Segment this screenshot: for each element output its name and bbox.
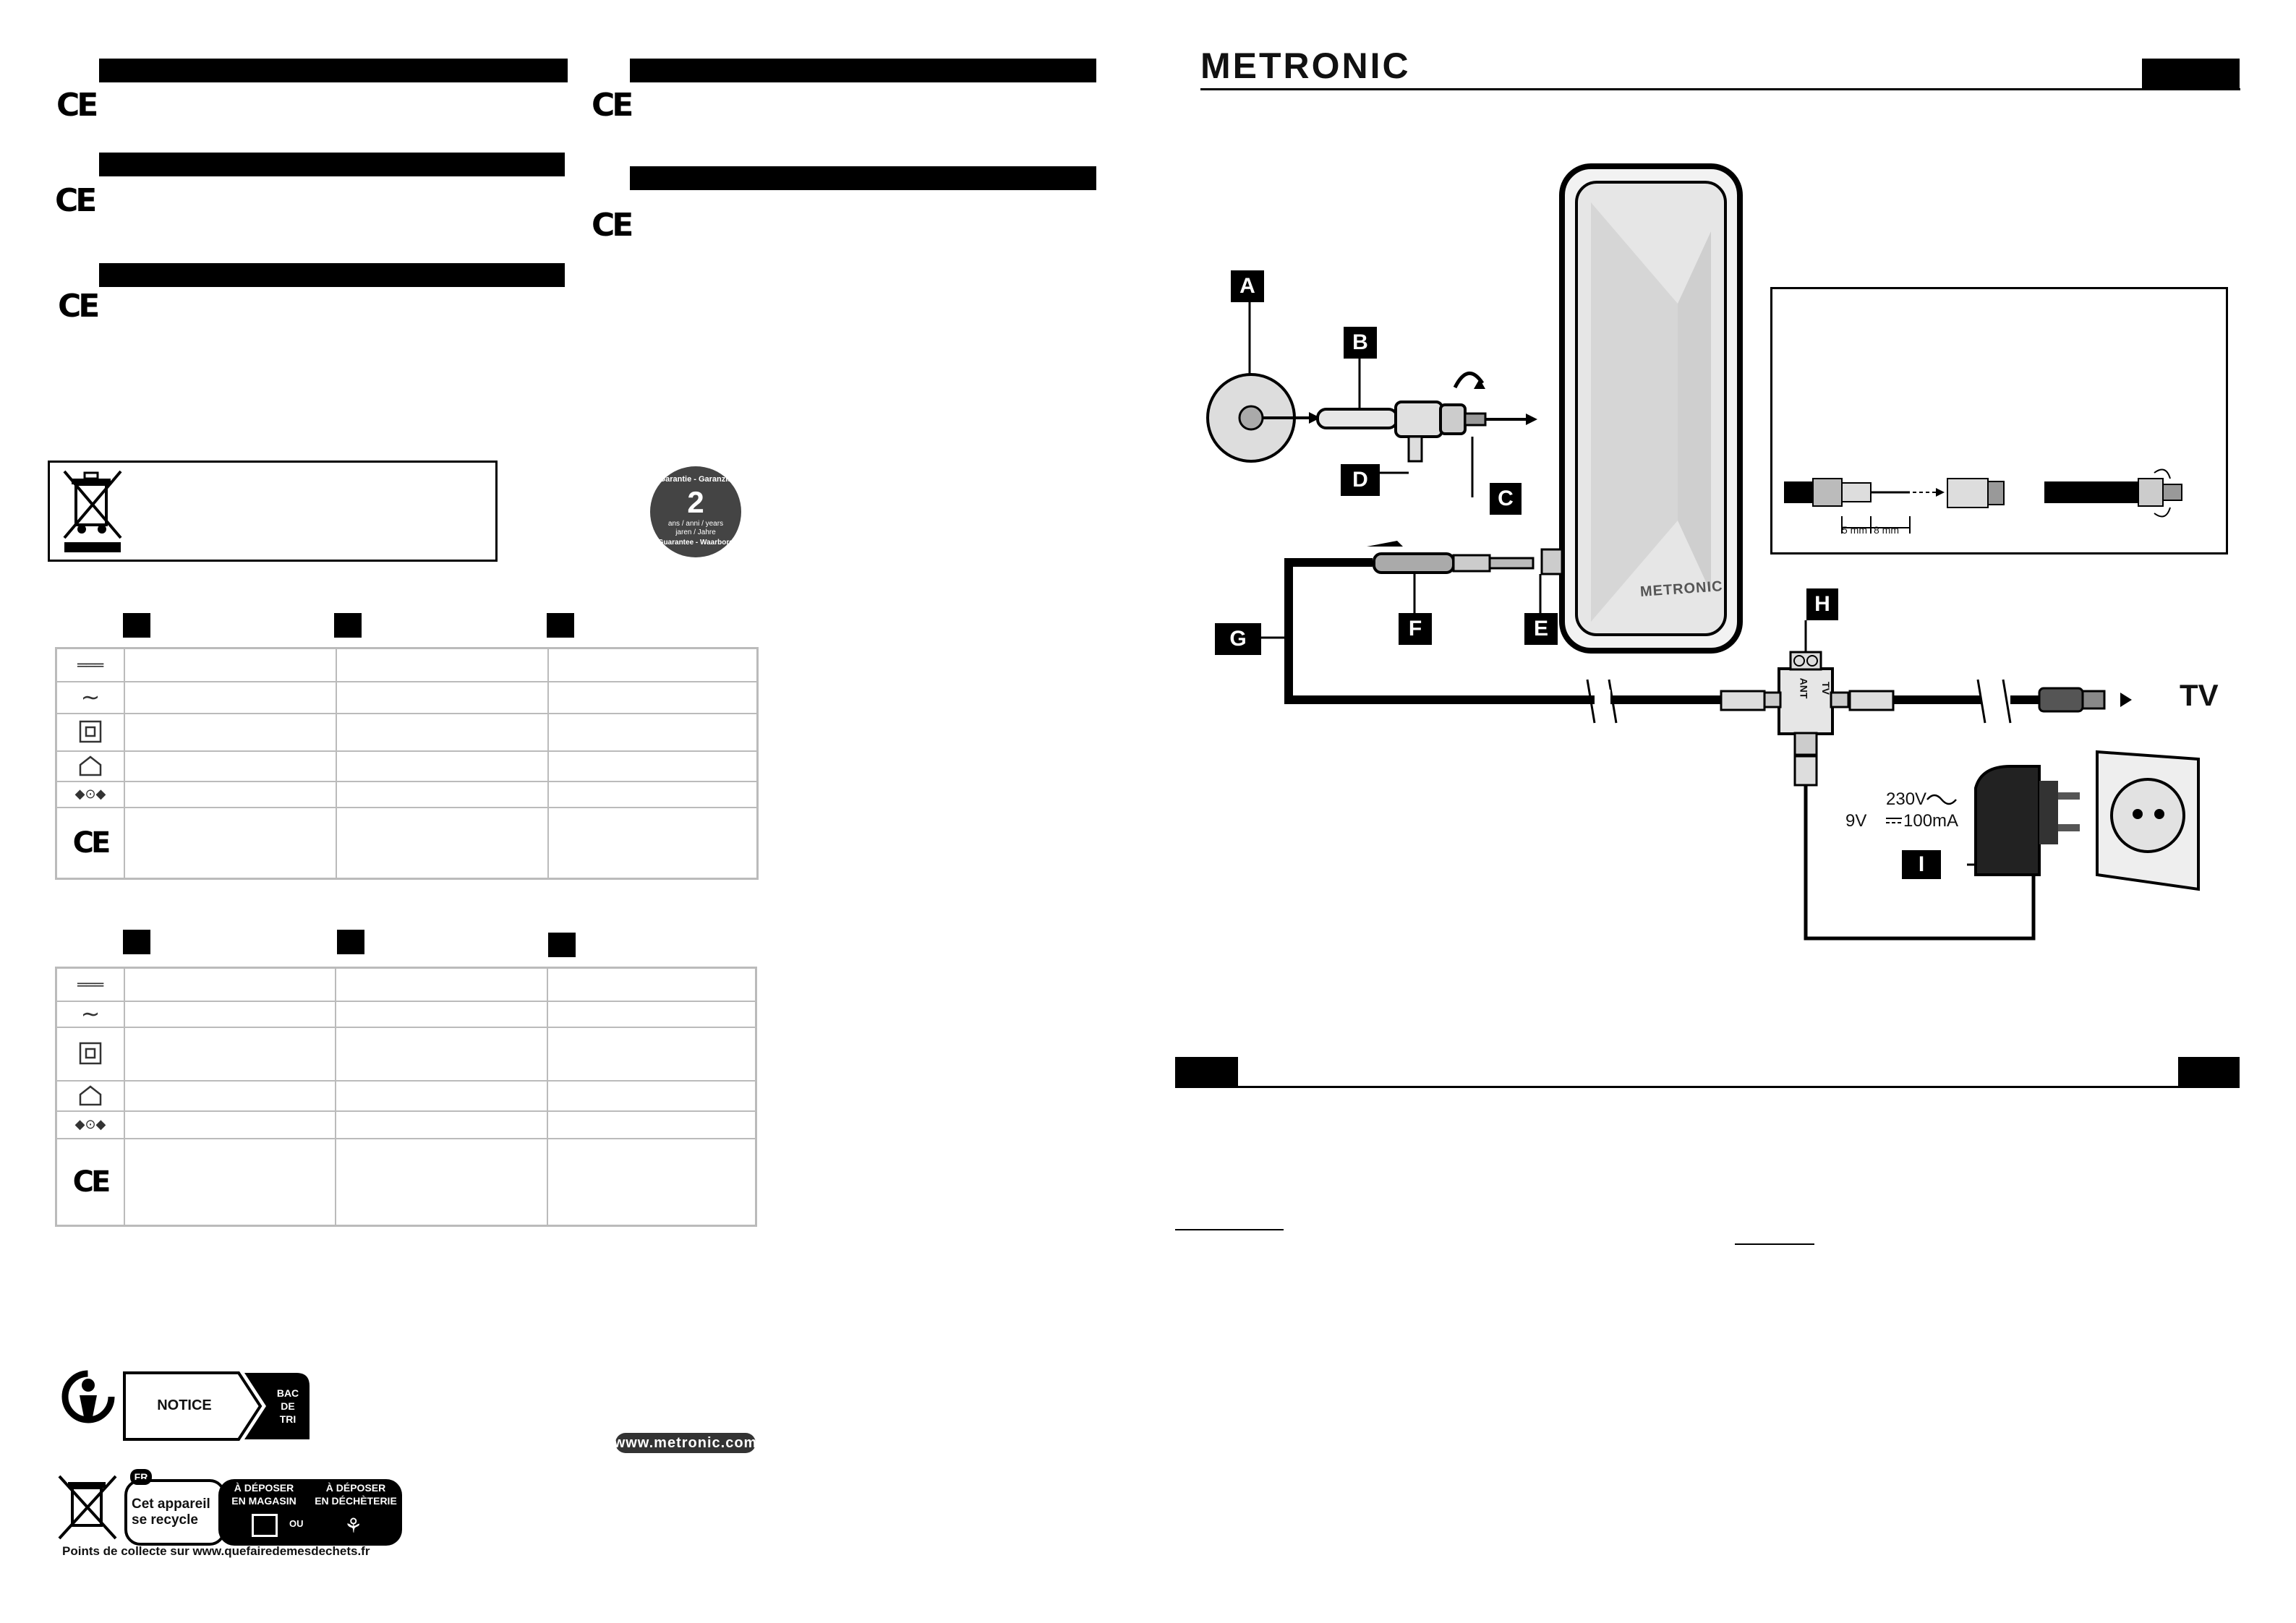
decheterie-icon: ⚘ — [344, 1515, 363, 1537]
ac-voltage-icon: ∼ — [80, 683, 101, 711]
notice-label: NOTICE — [157, 1397, 212, 1413]
table2-col-marker-2 — [337, 930, 364, 954]
magasin-line1: À DÉPOSER — [234, 1482, 294, 1494]
fr-recycling-block: FR Cet appareil se recycle À DÉPOSER EN … — [52, 1469, 406, 1570]
label-b: B — [1344, 327, 1377, 359]
dc-voltage-icon-2: ═══ — [77, 976, 104, 993]
polarity-icon-2: ◆⊙◆ — [74, 1116, 106, 1132]
bac-label-2: DE — [281, 1400, 295, 1412]
indoor-use-icon-2 — [57, 1080, 124, 1110]
bottom-tab-right — [2178, 1057, 2240, 1088]
ce-mark-3: CE — [58, 288, 100, 325]
splitter-ant-label: ANT — [1798, 677, 1810, 699]
power-9v: 9V — [1845, 811, 1867, 831]
tv-label: TV — [2180, 678, 2219, 712]
class-ii-icon-2 — [57, 1027, 124, 1080]
cable-5mm-label: 5 mm — [1842, 524, 1867, 536]
bottom-rule — [1175, 1086, 2240, 1088]
label-c: C — [1490, 483, 1522, 515]
warranty-badge: Garantie - Garanzia 2 ans / anni / years… — [650, 466, 741, 557]
power-100ma: 100mA — [1903, 811, 1959, 831]
warranty-number: 2 — [687, 485, 704, 519]
magasin-line2: EN MAGASIN — [231, 1495, 296, 1507]
table1-col-marker-3 — [547, 613, 574, 638]
label-h: H — [1806, 588, 1838, 620]
splitter-tv-label: TV — [1819, 682, 1832, 695]
ce-mark-5: CE — [592, 207, 633, 244]
warranty-top-text: Garantie - Garanzia — [659, 475, 733, 484]
ac-voltage-icon-2: ∼ — [80, 1000, 101, 1027]
section-bar-1 — [99, 59, 568, 82]
spec-table-1: ═══ ∼ ◆⊙◆ CE — [55, 647, 759, 880]
section-bar-5 — [630, 166, 1096, 190]
table1-ce-mark: CE — [72, 826, 111, 860]
decheterie-line1: À DÉPOSER — [325, 1482, 386, 1494]
dc-voltage-icon: ═══ — [77, 656, 104, 674]
metronic-logo: METRONIC — [1200, 46, 1411, 86]
installation-diagram — [1206, 163, 2200, 941]
section-bar-3 — [99, 263, 565, 287]
bac-label-1: BAC — [276, 1387, 299, 1399]
appareil-line1: Cet appareil — [132, 1496, 210, 1512]
table2-col-marker-1 — [123, 930, 150, 954]
label-a: A — [1231, 270, 1264, 302]
table2-col-marker-3 — [548, 933, 576, 957]
weee-box — [48, 461, 498, 562]
power-230v: 230V — [1886, 789, 1927, 809]
deposer-box — [218, 1479, 402, 1546]
bottom-tab-left — [1175, 1057, 1238, 1088]
label-f: F — [1399, 613, 1432, 645]
cable-8mm-label: 8 mm — [1874, 524, 1899, 536]
weee-bin-icon — [63, 470, 122, 552]
notice-arrow-box: NOTICE BAC DE TRI — [123, 1370, 311, 1442]
ce-mark-2: CE — [55, 182, 97, 219]
label-d: D — [1341, 464, 1380, 496]
section-bar-4 — [630, 59, 1096, 82]
table2-ce-mark: CE — [72, 1165, 111, 1199]
collecte-text: Points de collecte sur www.quefairedemes… — [62, 1544, 370, 1558]
triman-icon — [58, 1366, 119, 1427]
table1-col-marker-2 — [334, 613, 362, 638]
cable-prep-box: 5 mm 8 mm — [1770, 287, 2228, 554]
indoor-use-icon — [57, 750, 124, 781]
underline-1 — [1175, 1229, 1284, 1230]
warranty-middle-text-2: jaren / Jahre — [675, 528, 716, 536]
decheterie-line2: EN DÉCHÈTERIE — [315, 1495, 397, 1507]
underline-2 — [1735, 1243, 1814, 1245]
cable-prep-illustration — [1784, 468, 2182, 534]
store-icon — [252, 1514, 278, 1537]
section-bar-2 — [99, 153, 565, 176]
ce-mark-1: CE — [56, 87, 98, 124]
class-ii-icon — [57, 713, 124, 750]
ou-label: OU — [289, 1518, 304, 1529]
header-rule — [1200, 88, 2240, 90]
bac-label-3: TRI — [279, 1413, 296, 1425]
appareil-line2: se recycle — [132, 1512, 198, 1528]
polarity-icon: ◆⊙◆ — [74, 786, 106, 802]
table1-col-marker-1 — [123, 613, 150, 638]
warranty-bottom-text: Guarantee - Waarborg — [657, 539, 734, 547]
label-g: G — [1215, 623, 1261, 655]
spec-table-2: ═══ ∼ ◆⊙◆ CE — [55, 967, 757, 1227]
label-i: I — [1902, 850, 1941, 879]
splitter — [1778, 667, 1834, 735]
warranty-middle-text: ans / anni / years — [667, 520, 724, 528]
header-tab — [2142, 59, 2240, 90]
website-pill[interactable]: www.metronic.com — [614, 1433, 756, 1453]
weee-bin-icon-2 — [58, 1475, 117, 1540]
ce-mark-4: CE — [592, 87, 633, 124]
label-e: E — [1524, 613, 1558, 645]
